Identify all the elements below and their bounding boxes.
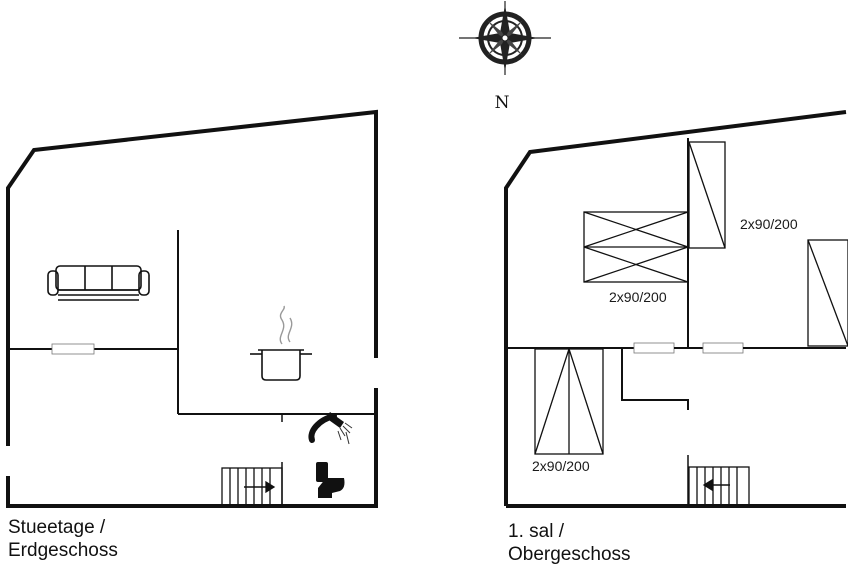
bed-label: 2x90/200 xyxy=(532,458,590,474)
bed-label: 2x90/200 xyxy=(740,216,798,232)
stairs-icon xyxy=(688,466,750,506)
north-label: N xyxy=(495,93,510,113)
ground-floor-caption-line1: Stueetage / xyxy=(8,517,106,538)
stairs-icon xyxy=(221,467,283,506)
ground-floor-caption: Stueetage / Erdgeschoss xyxy=(8,516,118,562)
first-floor-outer-wall xyxy=(504,110,847,506)
first-floor-plan xyxy=(504,110,847,508)
bed-label: 2x90/200 xyxy=(609,289,667,305)
bed-icon xyxy=(534,141,848,455)
first-floor-caption-line2: Obergeschoss xyxy=(508,544,631,565)
sofa-icon xyxy=(47,265,150,301)
cooking-pot-icon xyxy=(250,305,312,381)
first-floor-caption: 1. sal / Obergeschoss xyxy=(508,520,631,566)
first-floor-caption-line1: 1. sal / xyxy=(508,521,564,542)
shower-icon xyxy=(308,412,353,445)
toilet-icon xyxy=(316,462,345,498)
ground-floor-plan xyxy=(6,109,378,508)
ground-floor-caption-line2: Erdgeschoss xyxy=(8,540,118,561)
compass-rose-icon xyxy=(459,1,551,75)
ground-floor-outer-wall xyxy=(6,109,378,446)
